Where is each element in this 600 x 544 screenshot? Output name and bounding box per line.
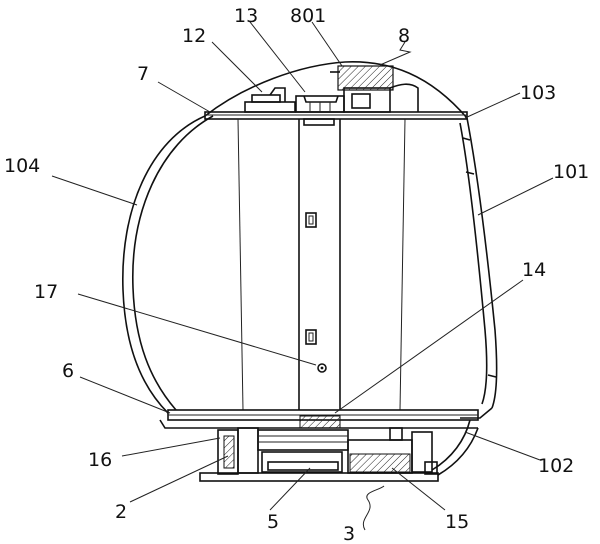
top-mechanism xyxy=(244,65,419,113)
label-17: 17 xyxy=(34,281,58,303)
label-101: 101 xyxy=(553,161,589,183)
label-12: 12 xyxy=(182,25,206,47)
inner-cylinder-lines xyxy=(237,118,406,411)
leader-lines xyxy=(51,21,554,531)
label-103: 103 xyxy=(520,82,556,104)
label-801: 801 xyxy=(290,5,326,27)
label-15: 15 xyxy=(445,511,469,533)
label-13: 13 xyxy=(234,5,258,27)
label-3: 3 xyxy=(343,523,355,544)
outer-housing xyxy=(122,61,498,419)
label-102: 102 xyxy=(538,455,574,477)
label-7: 7 xyxy=(137,63,149,85)
label-16: 16 xyxy=(88,449,112,471)
base-assembly xyxy=(159,419,479,482)
label-8: 8 xyxy=(398,25,410,47)
bottom-plate xyxy=(167,409,479,429)
reference-labels: 8 12 13 801 7 103 104 101 17 14 6 16 102… xyxy=(4,5,589,544)
central-column xyxy=(298,118,341,410)
label-2: 2 xyxy=(115,501,127,523)
label-14: 14 xyxy=(522,259,546,281)
label-104: 104 xyxy=(4,155,40,177)
top-plate xyxy=(204,111,468,120)
label-6: 6 xyxy=(62,360,74,382)
label-5: 5 xyxy=(267,511,279,533)
